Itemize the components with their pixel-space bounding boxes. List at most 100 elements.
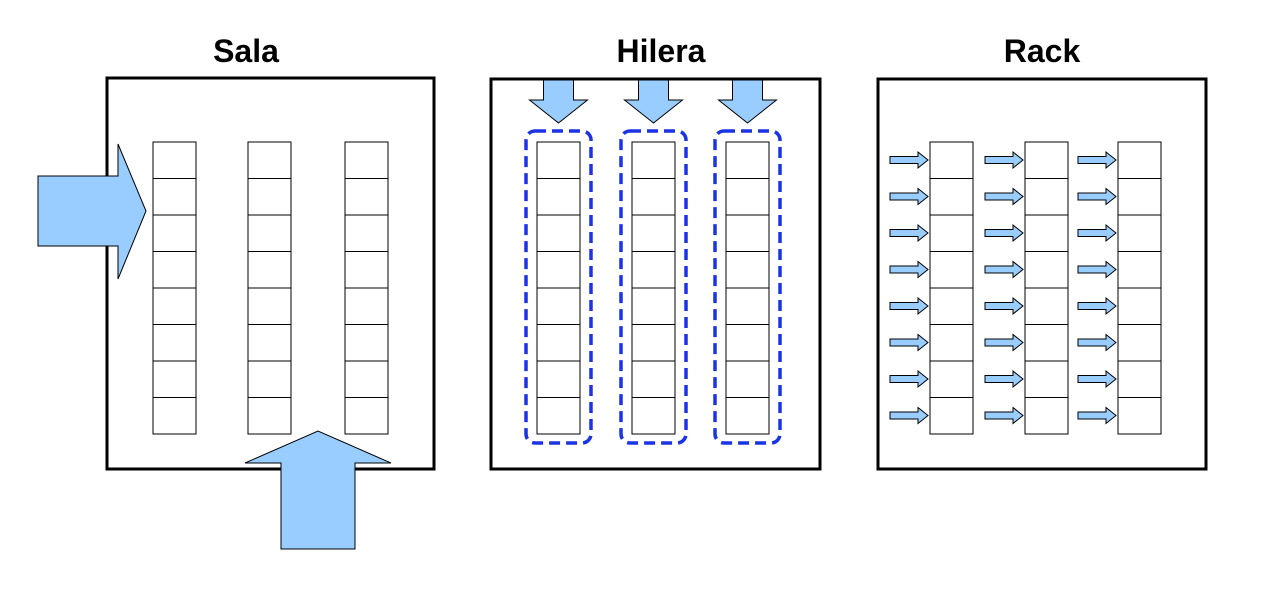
- hilera-rack-3-unit-5: [725, 287, 770, 325]
- rack-1-unit-1-arrow-icon: [889, 150, 929, 170]
- hilera-rack-2-unit-4: [631, 251, 676, 289]
- hilera-rack-1-unit-2: [536, 178, 581, 216]
- sala-rack-3-unit-3: [344, 214, 389, 252]
- rack-1-unit-4-arrow-icon: [889, 260, 929, 279]
- row-3-supply-arrow-icon: [717, 79, 778, 124]
- rack-rack-1-unit-2: [929, 178, 974, 216]
- rack-1-unit-5-arrow-icon: [889, 296, 929, 316]
- sala-rack-2-unit-7: [247, 360, 292, 398]
- rack-rack-3-unit-2: [1117, 178, 1162, 216]
- rack-rack-3-unit-5: [1117, 287, 1162, 325]
- rack-3-unit-6-arrow-icon: [1077, 333, 1117, 352]
- rack-3-unit-4-arrow-icon: [1077, 260, 1117, 279]
- sala-rack-3-unit-1: [344, 141, 389, 179]
- row-1-supply-arrow-icon: [528, 79, 589, 124]
- sala-panel: [37, 76, 436, 550]
- hilera-panel: [489, 77, 822, 471]
- sala-rack-3-unit-2: [344, 178, 389, 216]
- rack-unit-arrows: [889, 150, 1117, 425]
- hilera-rack-1-unit-7: [536, 360, 581, 398]
- hilera-rack-1-unit-4: [536, 251, 581, 289]
- rack-3-unit-7-arrow-icon: [1077, 369, 1117, 389]
- hilera-rack-2-unit-1: [631, 141, 676, 179]
- sala-title: Sala: [213, 33, 279, 69]
- rack-2-unit-4-arrow-icon: [984, 260, 1024, 279]
- hilera-title: Hilera: [617, 33, 706, 69]
- rack-title: Rack: [1004, 33, 1081, 69]
- sala-rack-3-unit-8: [344, 397, 389, 435]
- rack-1-unit-7-arrow-icon: [889, 369, 929, 389]
- rack-rack-2-unit-1: [1024, 141, 1069, 179]
- sala-rack-2-unit-5: [247, 287, 292, 325]
- hilera-rack-2-unit-7: [631, 360, 676, 398]
- rack-3-unit-1-arrow-icon: [1077, 150, 1117, 170]
- sala-rack-1-unit-2: [152, 178, 197, 216]
- sala-rack-2-unit-6: [247, 324, 292, 362]
- hilera-row-groups: [524, 129, 782, 445]
- rack-2-unit-2-arrow-icon: [984, 187, 1024, 206]
- rack-rack-3-unit-8: [1117, 397, 1162, 435]
- hilera-rack-1-unit-6: [536, 324, 581, 362]
- rack-rack-1-unit-6: [929, 324, 974, 362]
- hilera-rack-2-unit-3: [631, 214, 676, 252]
- hilera-top-arrows: [528, 79, 778, 124]
- rack-rack-2-unit-2: [1024, 178, 1069, 216]
- rack-3-unit-5-arrow-icon: [1077, 296, 1117, 316]
- rack-rack-3-unit-3: [1117, 214, 1162, 252]
- rack-1-unit-8-arrow-icon: [889, 406, 929, 425]
- hilera-rack-1-unit-1: [536, 141, 581, 179]
- sala-racks: [152, 141, 389, 435]
- sala-rack-2-unit-4: [247, 251, 292, 289]
- rack-rack-2-unit-5: [1024, 287, 1069, 325]
- row-group-2-outline: [619, 129, 688, 445]
- hilera-rack-3-unit-3: [725, 214, 770, 252]
- rack-rack-2-unit-8: [1024, 397, 1069, 435]
- sala-rack-1-unit-4: [152, 251, 197, 289]
- rack-rack-1-unit-7: [929, 360, 974, 398]
- sala-rack-2-unit-1: [247, 141, 292, 179]
- rack-1-unit-6-arrow-icon: [889, 333, 929, 352]
- side-supply-arrow-icon: [37, 143, 147, 280]
- hilera-racks: [536, 141, 770, 435]
- rack-2-unit-8-arrow-icon: [984, 406, 1024, 425]
- hilera-rack-3-unit-7: [725, 360, 770, 398]
- rack-2-unit-5-arrow-icon: [984, 296, 1024, 316]
- sala-rack-2-unit-3: [247, 214, 292, 252]
- rack-rack-3-unit-4: [1117, 251, 1162, 289]
- sala-rack-2-unit-2: [247, 178, 292, 216]
- sala-rack-1-unit-6: [152, 324, 197, 362]
- rack-rack-2-unit-6: [1024, 324, 1069, 362]
- rack-rack-3-unit-6: [1117, 324, 1162, 362]
- rack-rack-3-unit-1: [1117, 141, 1162, 179]
- sala-rack-1-unit-7: [152, 360, 197, 398]
- rack-rack-1-unit-5: [929, 287, 974, 325]
- rack-rack-3-unit-7: [1117, 360, 1162, 398]
- sala-rack-2-unit-8: [247, 397, 292, 435]
- rack-rack-1-unit-8: [929, 397, 974, 435]
- rack-racks: [929, 141, 1162, 435]
- hilera-rack-1-unit-3: [536, 214, 581, 252]
- sala-rack-1-unit-1: [152, 141, 197, 179]
- rack-rack-2-unit-4: [1024, 251, 1069, 289]
- sala-rack-3-unit-7: [344, 360, 389, 398]
- hilera-rack-2-unit-2: [631, 178, 676, 216]
- rack-rack-2-unit-3: [1024, 214, 1069, 252]
- sala-rack-3-unit-5: [344, 287, 389, 325]
- rack-rack-2-unit-7: [1024, 360, 1069, 398]
- hilera-rack-1-unit-5: [536, 287, 581, 325]
- row-group-3-outline: [713, 129, 782, 445]
- rack-2-unit-6-arrow-icon: [984, 333, 1024, 352]
- hilera-rack-3-unit-8: [725, 397, 770, 435]
- row-2-supply-arrow-icon: [623, 79, 684, 124]
- rack-rack-1-unit-1: [929, 141, 974, 179]
- sala-rack-1-unit-5: [152, 287, 197, 325]
- hilera-rack-3-unit-1: [725, 141, 770, 179]
- sala-rack-3-unit-4: [344, 251, 389, 289]
- rack-3-unit-3-arrow-icon: [1077, 223, 1117, 243]
- rack-3-unit-8-arrow-icon: [1077, 406, 1117, 425]
- rack-2-unit-3-arrow-icon: [984, 223, 1024, 243]
- row-group-1-outline: [524, 129, 593, 445]
- rack-panel: [876, 77, 1208, 471]
- hilera-rack-1-unit-8: [536, 397, 581, 435]
